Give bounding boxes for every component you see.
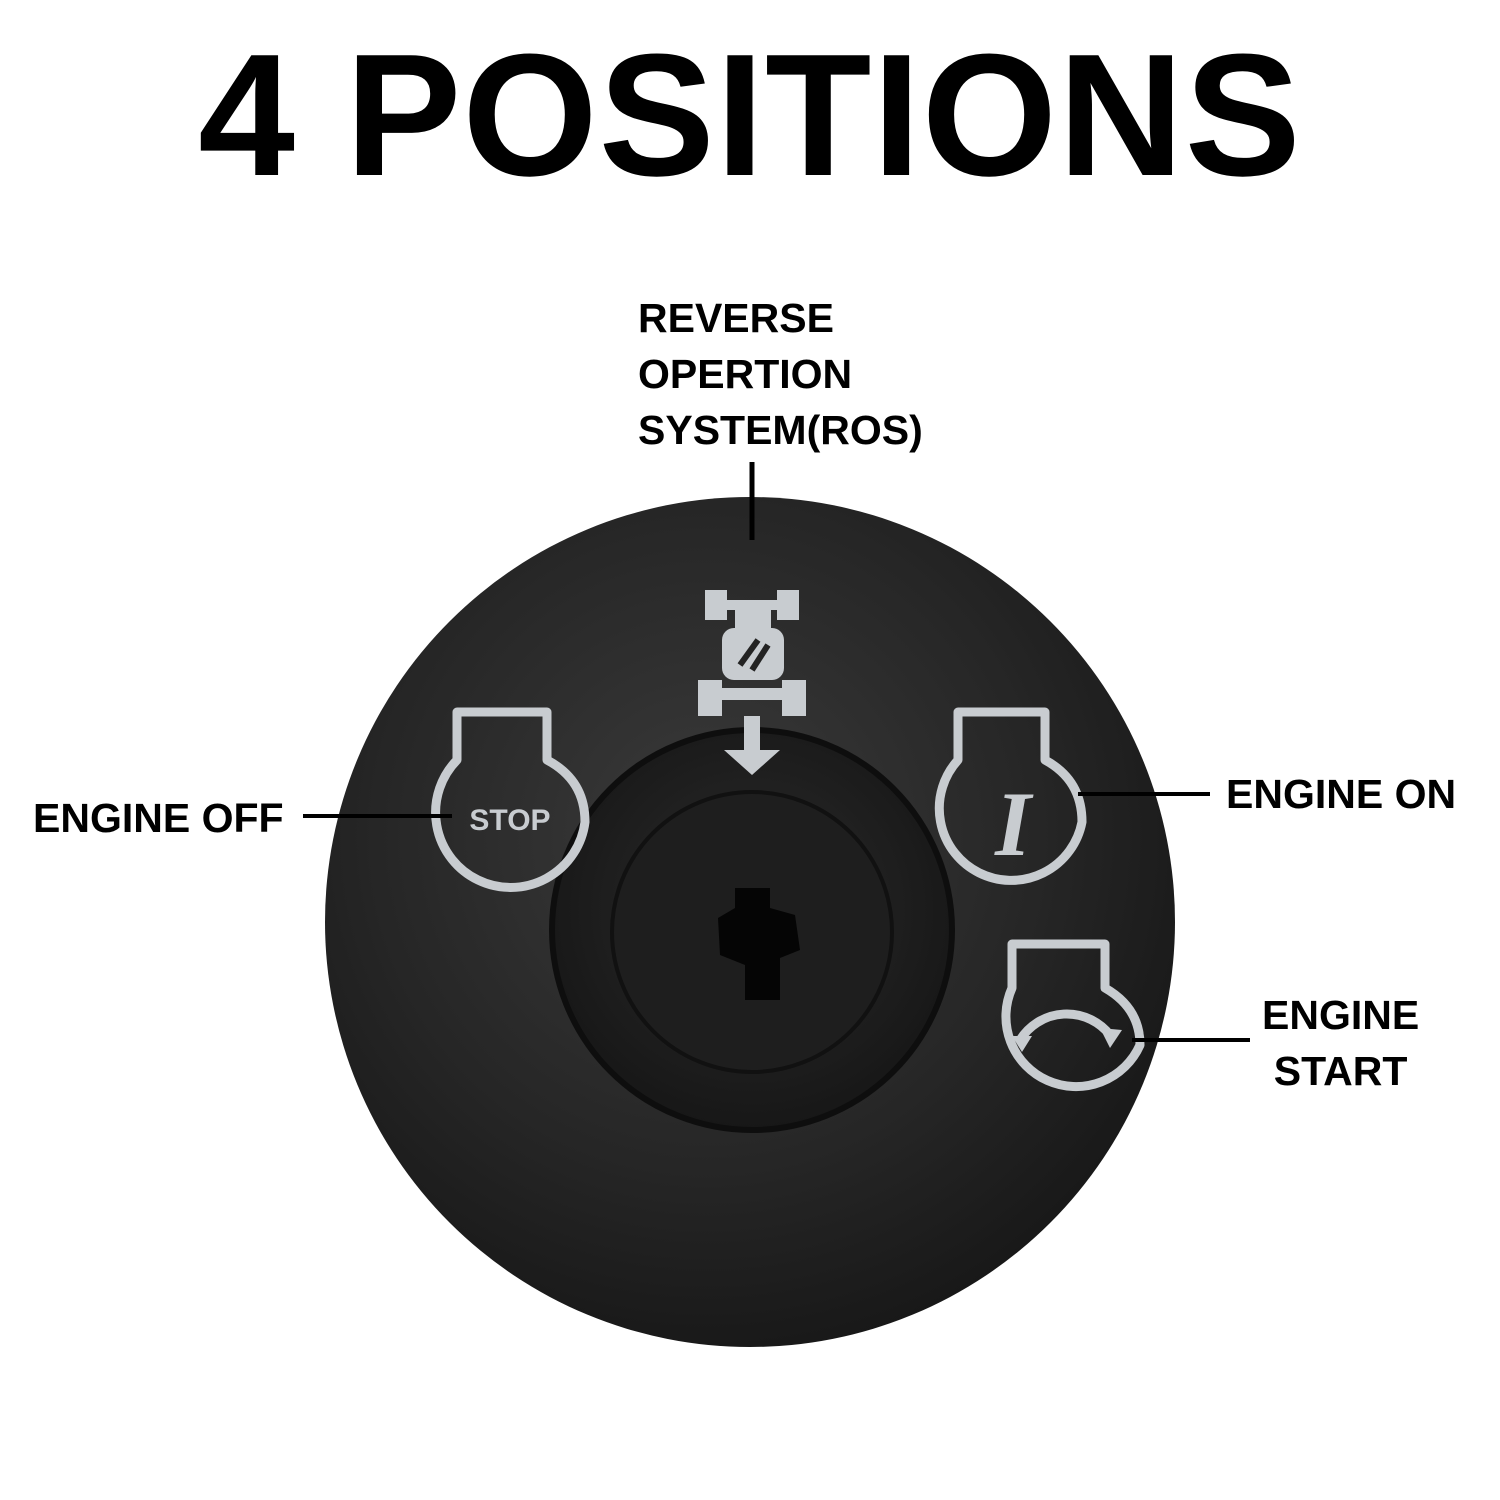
stop-icon-text: STOP	[469, 804, 550, 837]
run-icon-text: I	[994, 773, 1034, 875]
engine-start-label: ENGINE START	[1262, 987, 1419, 1099]
engine-start-label-line1: ENGINE	[1262, 992, 1420, 1038]
engine-on-icon	[934, 707, 1087, 885]
key-slot	[718, 888, 800, 1000]
ros-label: REVERSE OPERTION SYSTEM(ROS)	[638, 290, 923, 458]
page-title: 4 POSITIONS	[198, 17, 1302, 212]
engine-off-label: ENGINE OFF	[33, 795, 284, 841]
ros-label-line2: OPERTION	[638, 351, 853, 397]
engine-start-label-line2: START	[1273, 1048, 1408, 1094]
stop-icon	[431, 707, 590, 892]
engine-on-label: ENGINE ON	[1226, 771, 1457, 817]
ros-label-line1: REVERSE	[638, 295, 834, 341]
ros-label-line3: SYSTEM(ROS)	[638, 407, 923, 453]
ros-icon	[698, 590, 806, 775]
engine-start-icon	[1001, 939, 1145, 1092]
